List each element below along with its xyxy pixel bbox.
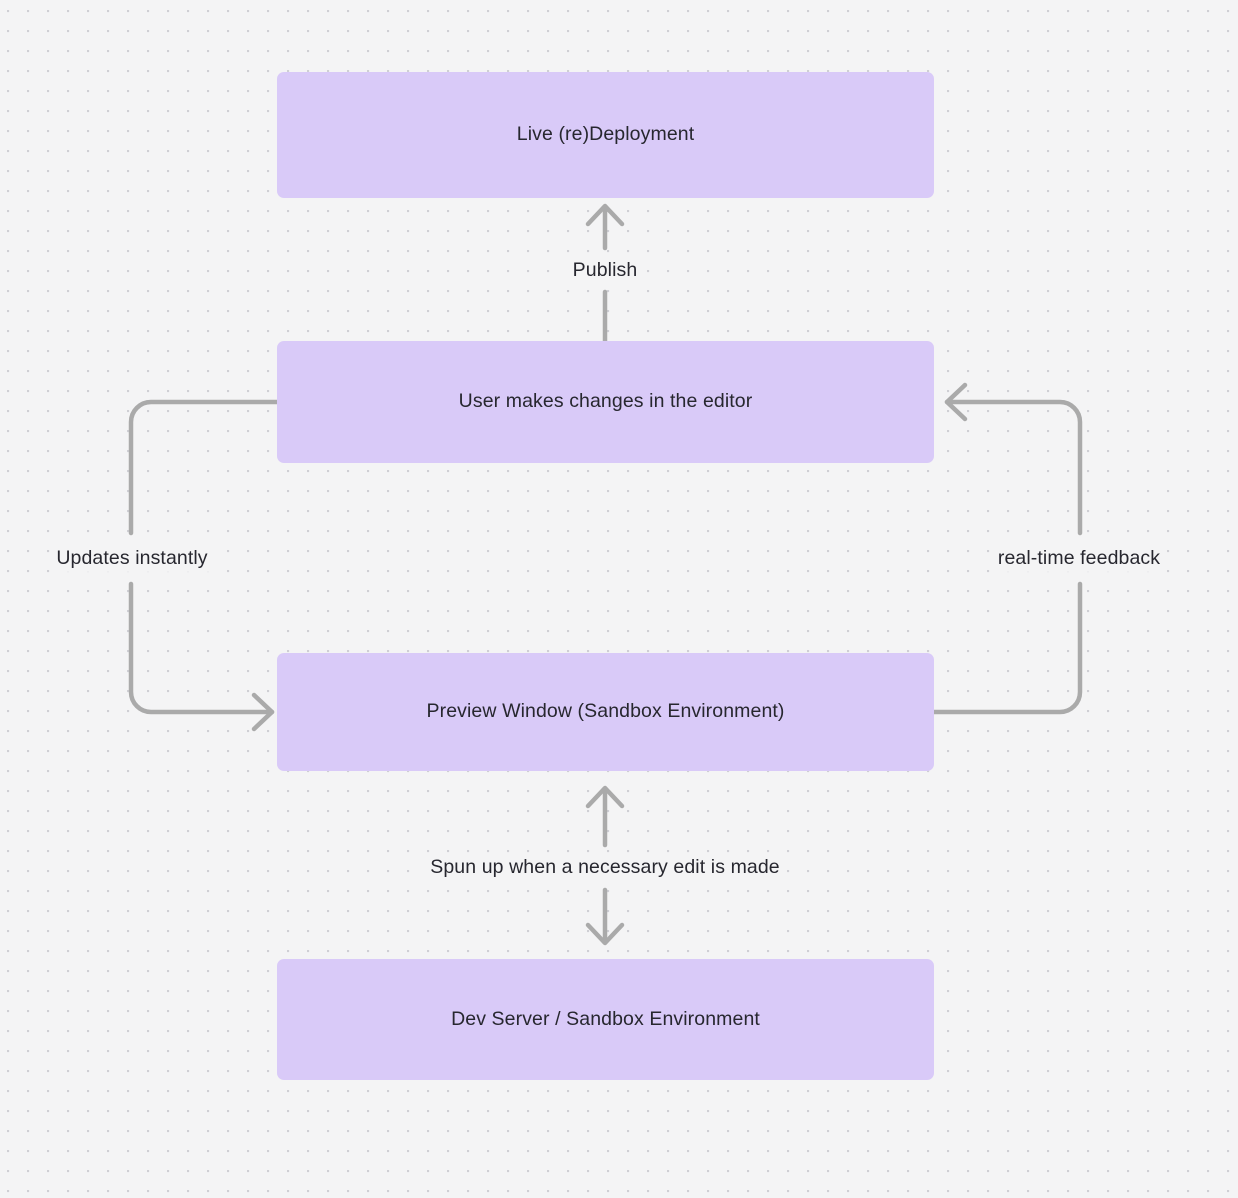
node-dev-server[interactable]: Dev Server / Sandbox Environment xyxy=(277,959,934,1080)
node-user-makes-changes[interactable]: User makes changes in the editor xyxy=(277,341,934,463)
node-preview-window[interactable]: Preview Window (Sandbox Environment) xyxy=(277,653,934,771)
node-user-makes-changes-label: User makes changes in the editor xyxy=(458,390,753,413)
edge-label-real-time-feedback: real-time feedback xyxy=(991,543,1167,573)
edge-label-publish: Publish xyxy=(566,255,644,285)
edge-label-updates-instantly: Updates instantly xyxy=(50,543,214,573)
edge-label-spun-up: Spun up when a necessary edit is made xyxy=(424,852,786,882)
node-live-redeployment-label: Live (re)Deployment xyxy=(516,123,695,146)
node-live-redeployment[interactable]: Live (re)Deployment xyxy=(277,72,934,198)
node-dev-server-label: Dev Server / Sandbox Environment xyxy=(451,1007,760,1030)
node-preview-window-label: Preview Window (Sandbox Environment) xyxy=(426,700,785,723)
